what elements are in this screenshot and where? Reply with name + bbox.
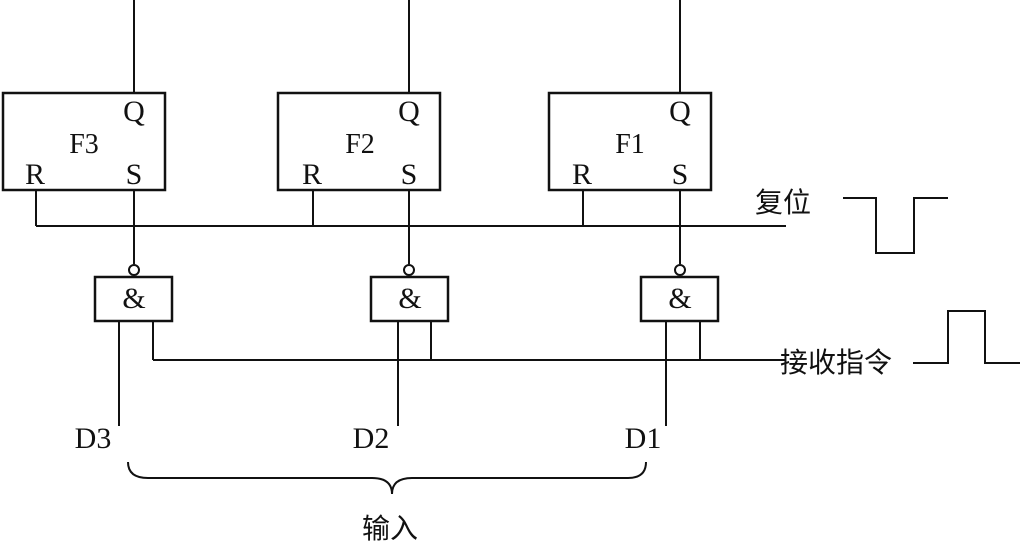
f1-name-label: F1 bbox=[615, 129, 645, 160]
f3-r-label: R bbox=[25, 158, 45, 191]
d2-label: D2 bbox=[353, 422, 390, 455]
f3-name-label: F3 bbox=[69, 129, 99, 160]
and-gate-3 bbox=[93, 275, 174, 323]
f1-q-label: Q bbox=[669, 95, 691, 128]
flipflop-f2 bbox=[276, 91, 442, 192]
and-gate-2 bbox=[369, 275, 450, 323]
reset-pulse-waveform bbox=[843, 197, 948, 254]
receive-pulse-waveform bbox=[913, 310, 1020, 364]
d1-label: D1 bbox=[625, 422, 662, 455]
f2-s-label: S bbox=[401, 158, 418, 191]
receive-label: 接收指令 bbox=[780, 346, 892, 379]
input-group-label: 输入 bbox=[362, 512, 418, 543]
d3-label: D3 bbox=[75, 422, 112, 455]
f3-s-label: S bbox=[126, 158, 143, 191]
f2-q-label: Q bbox=[398, 95, 420, 128]
and-gate-1 bbox=[639, 275, 720, 323]
and-gate-1-symbol: & bbox=[668, 282, 691, 315]
and-gate-2-symbol: & bbox=[398, 282, 421, 315]
and-gate-3-symbol: & bbox=[122, 282, 145, 315]
reset-label: 复位 bbox=[755, 186, 811, 219]
gate1-inversion-bubble bbox=[674, 264, 686, 276]
gate2-inversion-bubble bbox=[403, 264, 415, 276]
f2-r-label: R bbox=[302, 158, 322, 191]
flipflop-f1 bbox=[547, 91, 713, 192]
input-group-brace bbox=[127, 461, 647, 495]
flipflop-f3 bbox=[1, 91, 167, 192]
f2-name-label: F2 bbox=[345, 129, 375, 160]
f1-s-label: S bbox=[672, 158, 689, 191]
gate3-inversion-bubble bbox=[128, 264, 140, 276]
f1-r-label: R bbox=[572, 158, 592, 191]
f3-q-label: Q bbox=[123, 95, 145, 128]
